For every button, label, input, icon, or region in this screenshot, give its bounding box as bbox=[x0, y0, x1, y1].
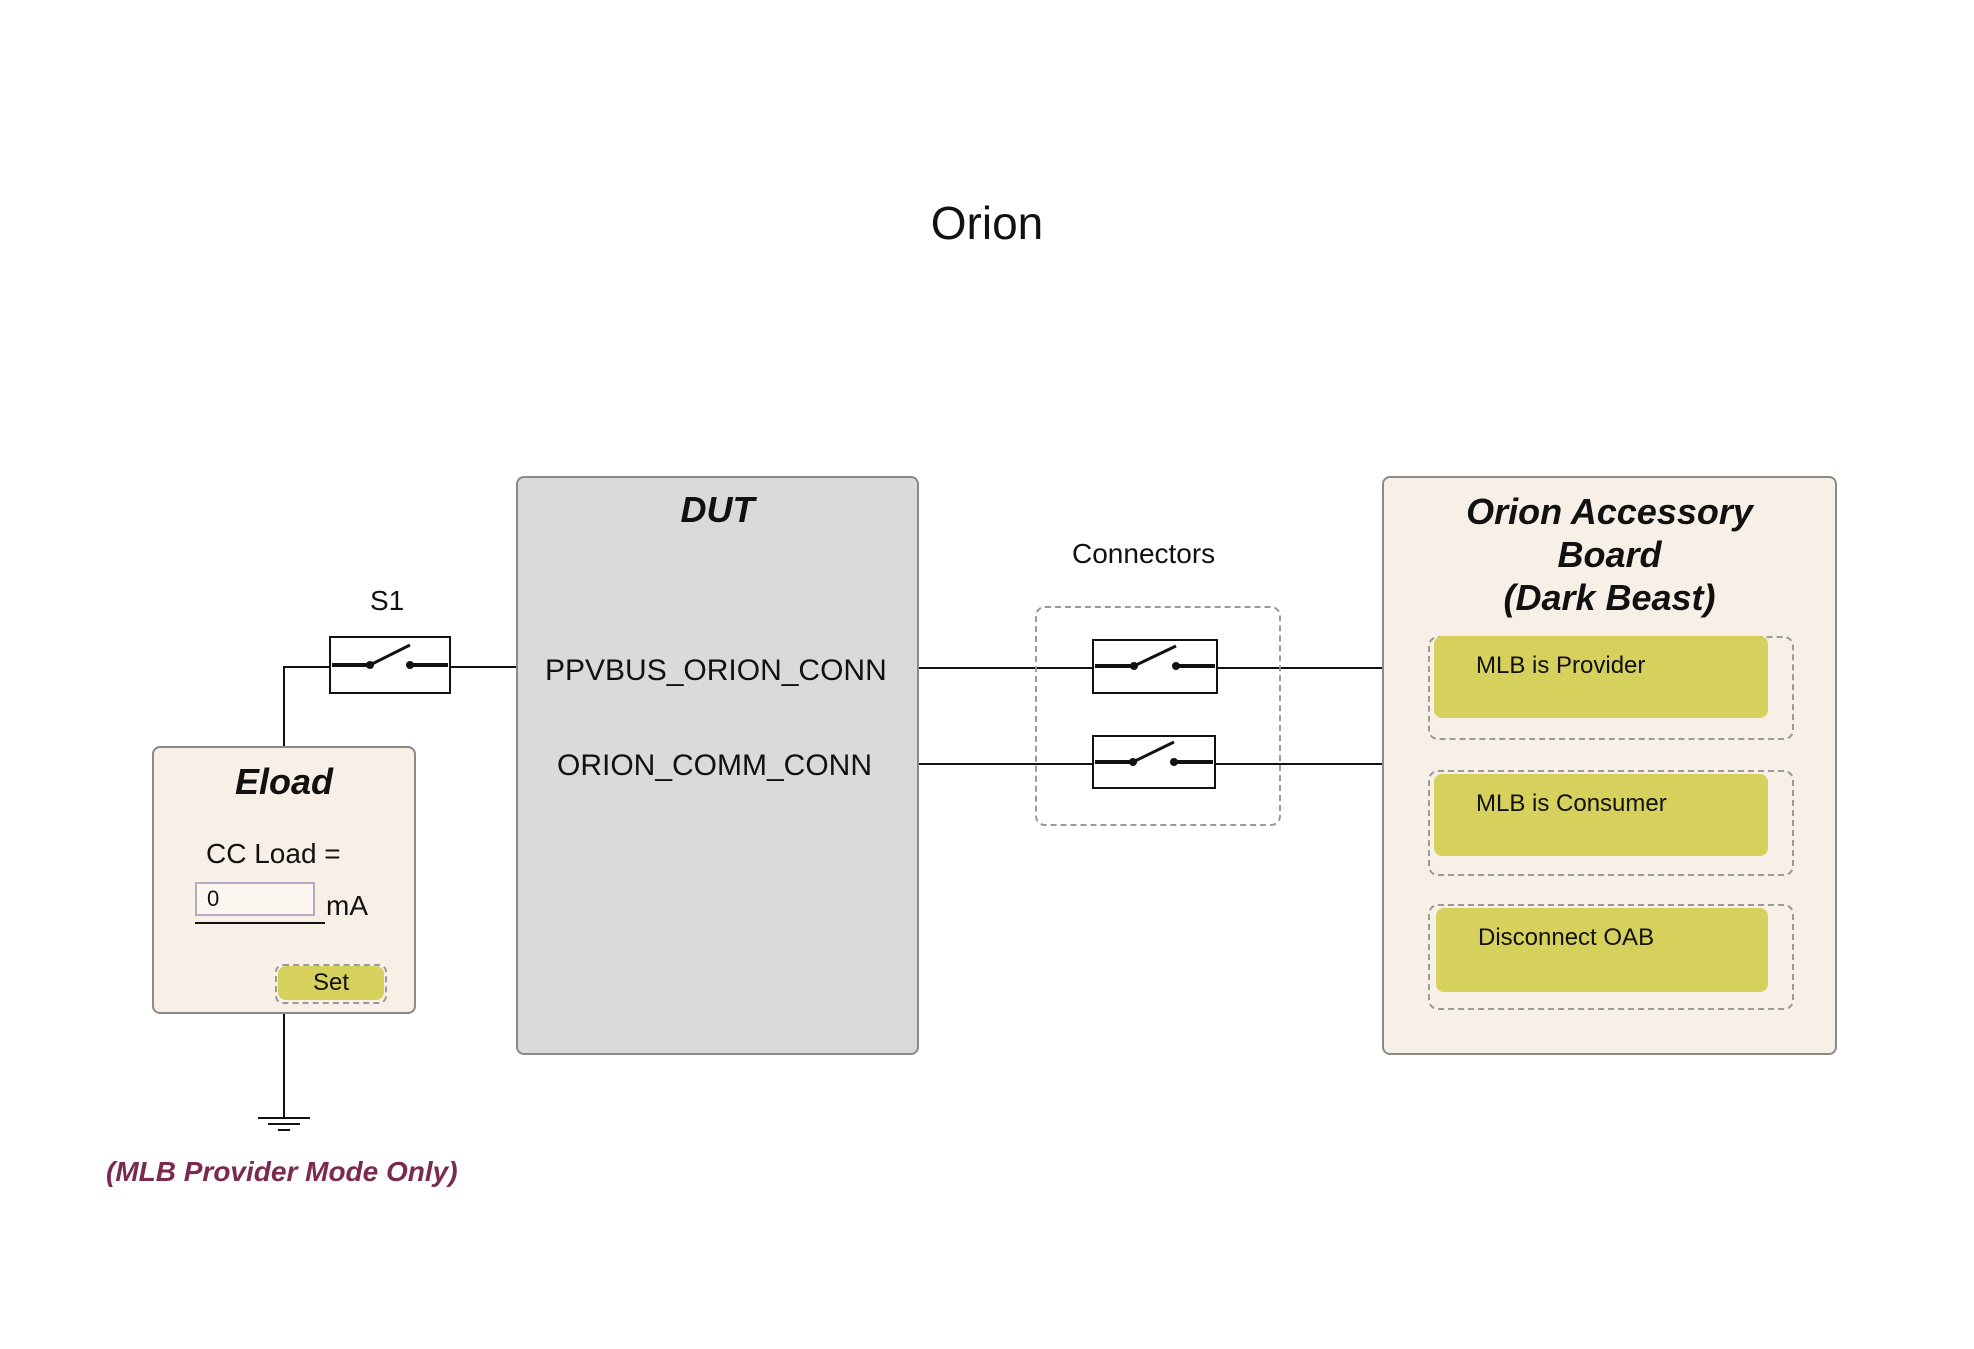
mlb-provider-button[interactable]: MLB is Provider bbox=[1434, 636, 1768, 718]
switch-s1-icon[interactable] bbox=[329, 636, 451, 694]
provider-mode-note: (MLB Provider Mode Only) bbox=[106, 1156, 458, 1187]
connector-switch-vbus-icon[interactable] bbox=[1092, 639, 1218, 694]
mlb-consumer-button[interactable]: MLB is Consumer bbox=[1434, 774, 1768, 856]
set-button-frame bbox=[275, 964, 387, 1004]
consumer-button-frame bbox=[1428, 770, 1794, 876]
set-button[interactable]: Set bbox=[278, 966, 384, 1000]
cc-load-label: CC Load = bbox=[206, 838, 341, 869]
mlb-provider-label: MLB is Provider bbox=[1476, 652, 1646, 679]
ground-icon bbox=[258, 1117, 310, 1131]
signal-ppvbus: PPVBUS_ORION_CONN bbox=[545, 654, 887, 687]
eload-title: Eload bbox=[234, 761, 333, 802]
dut-title: DUT bbox=[680, 489, 755, 530]
cc-load-unit: mA bbox=[326, 890, 368, 921]
connectors-frame bbox=[1035, 606, 1281, 826]
dut-panel: DUT PPVBUS_ORION_CONN ORION_COMM_CONN bbox=[516, 476, 919, 1055]
disconnect-button-frame bbox=[1428, 904, 1794, 1010]
disconnect-oab-label: Disconnect OAB bbox=[1478, 924, 1655, 951]
accessory-title-line-1: Orion Accessory bbox=[1466, 491, 1753, 532]
accessory-title-line-3: (Dark Beast) bbox=[1503, 577, 1716, 619]
eload-panel: Eload CC Load = mA Set bbox=[152, 746, 416, 1014]
accessory-board-title: Orion Accessory Board (Dark Beast) bbox=[1384, 490, 1835, 620]
accessory-board-panel: Orion Accessory Board (Dark Beast) MLB i… bbox=[1382, 476, 1837, 1055]
accessory-title-line-2: Board bbox=[1557, 534, 1662, 576]
switch-s1-label: S1 bbox=[370, 585, 405, 616]
connector-switch-comm-icon[interactable] bbox=[1092, 735, 1216, 789]
cc-load-input[interactable] bbox=[195, 882, 315, 916]
page-title: Orion bbox=[930, 197, 1044, 249]
disconnect-oab-button[interactable]: Disconnect OAB bbox=[1436, 908, 1768, 992]
wire-s1-to-eload bbox=[283, 666, 330, 746]
connectors-label: Connectors bbox=[1072, 538, 1216, 569]
cc-load-underline bbox=[195, 922, 325, 924]
signal-orion-comm: ORION_COMM_CONN bbox=[557, 749, 873, 782]
mlb-consumer-label: MLB is Consumer bbox=[1476, 790, 1667, 817]
